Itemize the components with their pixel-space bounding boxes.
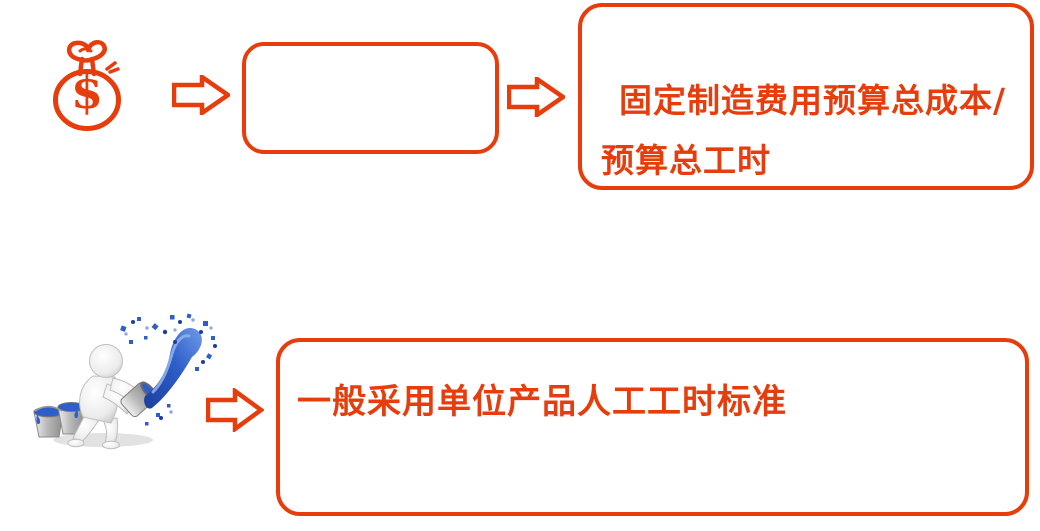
person-pouring-paint-illustration bbox=[33, 313, 217, 450]
labor-hour-standard-box: 一般采用单位产品人工工时标准 bbox=[276, 338, 1029, 516]
result-box-line2: 预算总工时 bbox=[601, 141, 771, 180]
fixed-overhead-rate-box: 固定制造费用预算总成本/ 预算总工时 bbox=[578, 3, 1034, 190]
paint-buckets bbox=[33, 402, 86, 438]
right-arrow-icon bbox=[172, 75, 230, 115]
paint-splash bbox=[120, 313, 217, 426]
person-figure bbox=[67, 344, 142, 450]
dollar-sign: $ bbox=[71, 65, 103, 119]
bottom-box-label: 一般采用单位产品人工工时标准 bbox=[297, 382, 787, 422]
held-bucket bbox=[120, 381, 157, 418]
result-box-line1: 固定制造费用预算总成本/ bbox=[619, 81, 1007, 120]
right-arrow-icon bbox=[206, 388, 264, 432]
right-arrow-icon bbox=[507, 77, 565, 117]
empty-formula-box bbox=[242, 42, 499, 154]
money-bag-icon: $ bbox=[53, 40, 121, 131]
